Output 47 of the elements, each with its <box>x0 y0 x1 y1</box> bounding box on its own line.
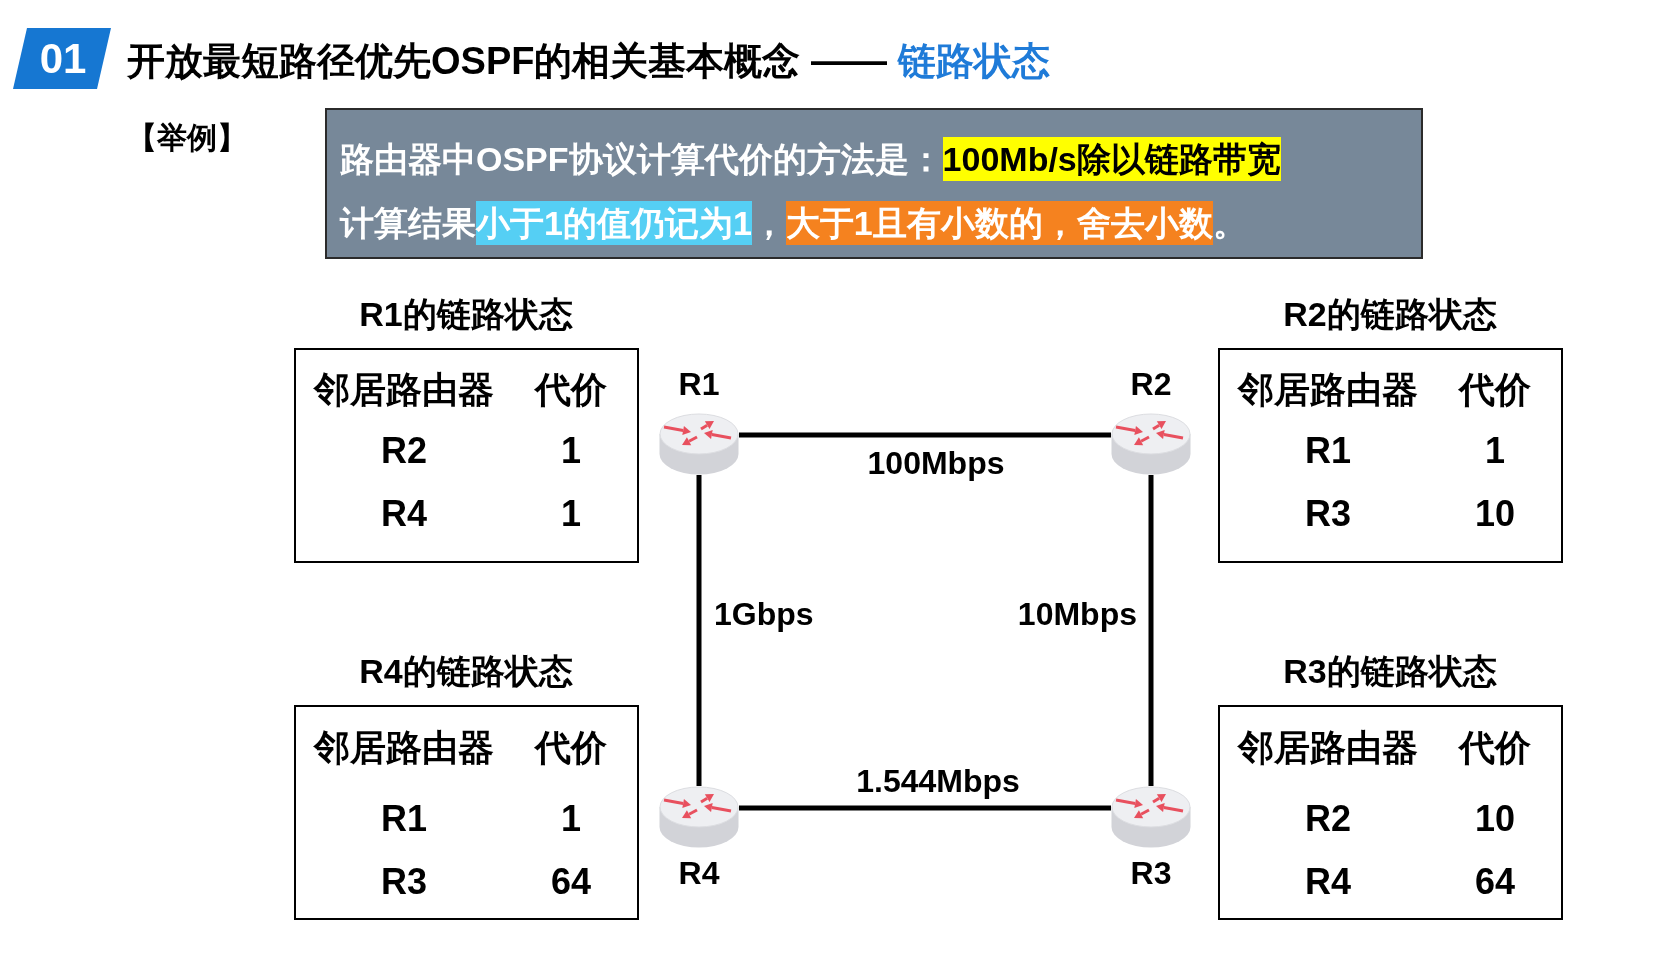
column-header: 代价 <box>535 369 607 411</box>
router-name: R1 <box>1305 430 1351 472</box>
cost-value: 64 <box>551 861 591 903</box>
link-line <box>739 432 1111 438</box>
router-name: R3 <box>381 861 427 903</box>
cost-value: 1 <box>561 798 581 840</box>
router-label: R4 <box>678 855 720 891</box>
router-name: R2 <box>1305 798 1351 840</box>
table-title: R2的链路状态 <box>1283 294 1497 334</box>
note-box <box>325 108 1423 259</box>
note-text: 路由器中OSPF协议计算代价的方法是： <box>340 139 943 180</box>
router-name: R1 <box>381 798 427 840</box>
cost-value: 1 <box>561 430 581 472</box>
router-name: R2 <box>381 430 427 472</box>
router-name: R4 <box>381 493 427 535</box>
router-label: R2 <box>1130 366 1172 402</box>
note-text: 计算结果 <box>340 203 476 244</box>
router-label: R3 <box>1130 855 1172 891</box>
number-badge: 01 <box>13 28 111 89</box>
title: 开放最短路径优先OSPF的相关基本概念 —— 链路状态 <box>127 39 1050 84</box>
table-title: R3的链路状态 <box>1283 651 1497 691</box>
cost-value: 10 <box>1475 798 1515 840</box>
highlighted-text: 大于1且有小数的，舍去小数 <box>785 201 1213 245</box>
cost-value: 1 <box>1485 430 1505 472</box>
column-header: 邻居路由器 <box>314 727 494 769</box>
router-name: R3 <box>1305 493 1351 535</box>
note-text: 。 <box>1212 203 1247 244</box>
link-line <box>739 805 1111 811</box>
column-header: 代价 <box>535 727 607 769</box>
link-line <box>1148 475 1154 786</box>
note-text: ， <box>751 203 786 244</box>
router-label: R1 <box>678 366 720 402</box>
column-header: 邻居路由器 <box>1238 369 1418 411</box>
column-header: 代价 <box>1459 369 1531 411</box>
cost-value: 64 <box>1475 861 1515 903</box>
table-title: R1的链路状态 <box>359 294 573 334</box>
router-name: R4 <box>1305 861 1351 903</box>
column-header: 代价 <box>1459 727 1531 769</box>
column-header: 邻居路由器 <box>1238 727 1418 769</box>
highlighted-text: 小于1的值仍记为1 <box>476 201 752 245</box>
highlighted-text: 100Mb/s除以链路带宽 <box>942 137 1281 181</box>
cost-value: 1 <box>561 493 581 535</box>
example-label: 【举例】 <box>127 120 247 156</box>
cost-value: 10 <box>1475 493 1515 535</box>
column-header: 邻居路由器 <box>314 369 494 411</box>
table-title: R4的链路状态 <box>359 651 573 691</box>
link-line <box>696 475 702 786</box>
